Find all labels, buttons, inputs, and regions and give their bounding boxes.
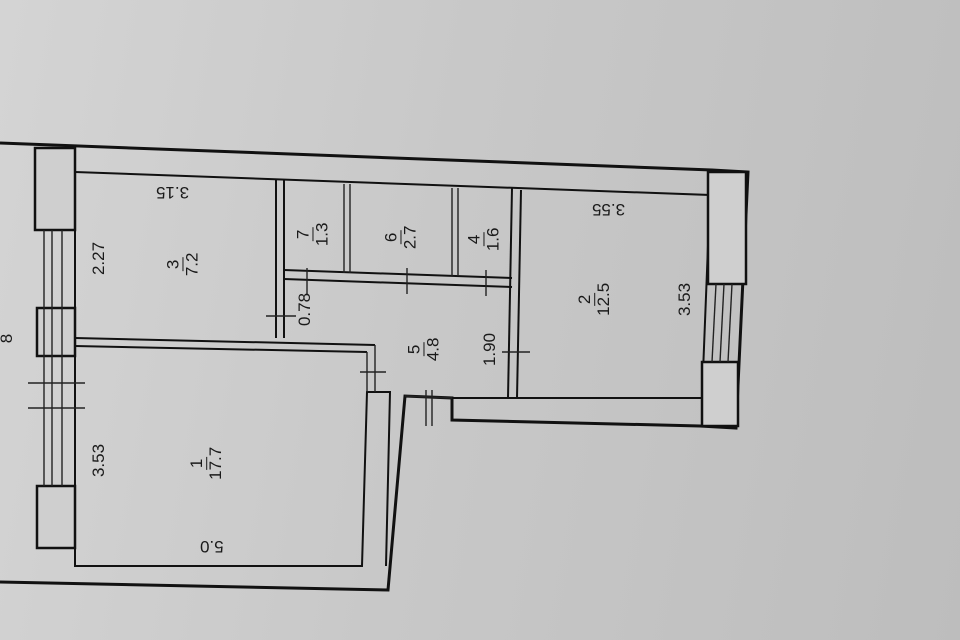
room-4-number: 4: [464, 232, 485, 247]
room-4-label: 4 1.6: [464, 227, 503, 252]
left-wall-pier-bottom: [35, 484, 77, 550]
room-5-number: 5: [404, 342, 425, 357]
inner-wall-face: [74, 171, 712, 399]
room-6-label: 6 2.7: [381, 225, 420, 250]
window-right-line-1: [711, 283, 717, 363]
room-3-number: 3: [163, 257, 184, 272]
partition-small-rooms-a: [283, 269, 513, 279]
dim-niche-width: 0.78: [295, 292, 315, 327]
room-4-area: 1.6: [483, 227, 503, 252]
room-3-area: 7.2: [182, 252, 202, 277]
room-1-label: 1 17.7: [187, 446, 226, 480]
dim-room3-width: 2.27: [89, 241, 109, 276]
right-wall-pier-top: [706, 170, 748, 286]
partition-5-2-a: [507, 187, 513, 399]
room-6-area: 2.7: [400, 225, 420, 250]
room-1-number: 1: [187, 456, 208, 471]
room-7-number: 7: [293, 227, 314, 242]
dim-room1-width: 3.53: [89, 443, 109, 478]
inner-wall-left: [74, 172, 392, 567]
outer-wall: [0, 141, 750, 592]
right-wall-pier-bottom: [700, 360, 740, 428]
dim-room1-length: 5.0: [200, 537, 224, 556]
room-6-number: 6: [381, 230, 402, 245]
room-2-label: 2 12.5: [575, 282, 614, 316]
room-5-label: 5 4.8: [404, 337, 443, 362]
partition-small-rooms-b: [283, 278, 513, 288]
dim-room2-length: 3.55: [592, 200, 626, 219]
window-right-line-2: [719, 283, 725, 363]
room-7-area: 1.3: [312, 222, 332, 247]
entrance-line: [404, 395, 453, 399]
room-2-area: 12.5: [594, 282, 614, 316]
dim-room2-width: 3.53: [675, 282, 695, 317]
partition-5-2-b: [516, 189, 522, 399]
room-2-number: 2: [575, 292, 596, 307]
room-1-area: 17.7: [206, 446, 226, 480]
room-3-label: 3 7.2: [163, 252, 202, 277]
dim-room3-length: 3.15: [156, 183, 190, 202]
dim-edge-label: 8: [0, 334, 16, 343]
left-wall-pier-top: [33, 146, 77, 232]
room-7-label: 7 1.3: [293, 222, 332, 247]
partition-3-1-a: [74, 337, 376, 346]
window-right-line-3: [727, 283, 733, 363]
room-5-area: 4.8: [423, 337, 443, 362]
left-wall-pier-mid: [35, 306, 77, 358]
dim-corridor-width: 1.90: [480, 332, 500, 367]
partition-3-1-b: [74, 345, 368, 353]
